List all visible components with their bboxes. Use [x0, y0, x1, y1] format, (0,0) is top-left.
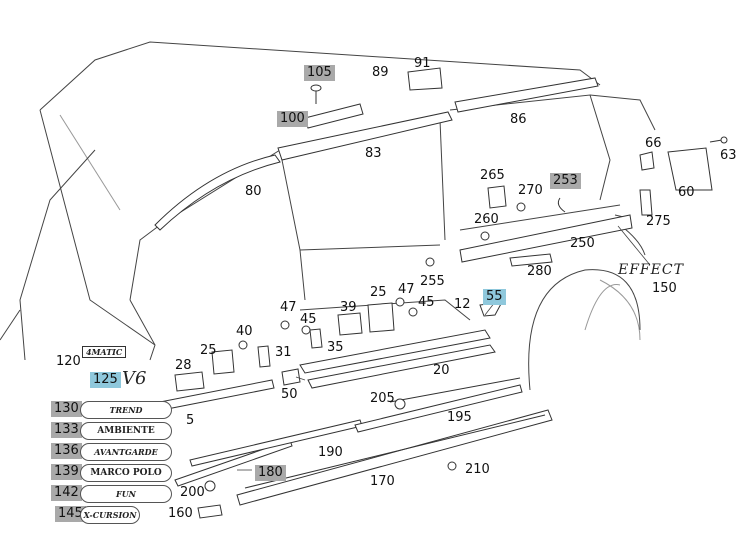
part-label-260: 260: [474, 212, 499, 227]
part-label-265: 265: [480, 168, 505, 183]
part-label-25b: 25: [370, 285, 387, 300]
part-label-40: 40: [236, 324, 253, 339]
part-label-195: 195: [447, 410, 472, 425]
v6-emblem: V6: [122, 368, 147, 389]
part-label-270: 270: [518, 183, 543, 198]
part-label-120: 120: [56, 354, 81, 369]
badge-avantgarde: AVANTGARDE: [80, 443, 172, 461]
part-label-55: 55: [483, 289, 506, 305]
part-label-160: 160: [168, 506, 193, 521]
part-label-150: 150: [652, 281, 677, 296]
part-label-100: 100: [277, 111, 308, 127]
4matic-emblem: 4MATIC: [82, 346, 127, 358]
part-label-28: 28: [175, 358, 192, 373]
part-label-66: 66: [645, 136, 662, 151]
part-label-133: 133: [51, 422, 82, 438]
part-label-200: 200: [180, 485, 205, 500]
part-label-63: 63: [720, 148, 737, 163]
part-label-139: 139: [51, 464, 82, 480]
part-label-91: 91: [414, 56, 431, 71]
part-label-250: 250: [570, 236, 595, 251]
badge-fun: FUN: [80, 485, 172, 503]
part-label-210: 210: [465, 462, 490, 477]
part-label-125: 125: [90, 372, 121, 388]
part-label-275: 275: [646, 214, 671, 229]
part-label-180: 180: [255, 465, 286, 481]
badge-marco-polo: MARCO POLO: [80, 464, 172, 482]
part-label-170: 170: [370, 474, 395, 489]
part-label-5: 5: [186, 413, 195, 428]
part-label-35: 35: [327, 340, 344, 355]
part-label-89: 89: [372, 65, 389, 80]
part-label-145: 145: [55, 506, 86, 522]
part-label-83: 83: [365, 146, 382, 161]
badge-x-cursion: X-CURSION: [80, 506, 140, 524]
part-label-45a: 45: [300, 312, 317, 327]
part-label-31: 31: [275, 345, 292, 360]
part-label-130: 130: [51, 401, 82, 417]
badge-ambiente: AMBIENTE: [80, 422, 172, 440]
part-label-253: 253: [550, 173, 581, 189]
part-label-255: 255: [420, 274, 445, 289]
effect-emblem: EFFECT: [618, 262, 684, 278]
part-label-50: 50: [281, 387, 298, 402]
part-label-280: 280: [527, 264, 552, 279]
part-label-12: 12: [454, 297, 471, 312]
badge-trend: TREND: [80, 401, 172, 419]
part-label-47b: 47: [398, 282, 415, 297]
part-label-60: 60: [678, 185, 695, 200]
part-label-80: 80: [245, 184, 262, 199]
part-label-39: 39: [340, 300, 357, 315]
part-label-105: 105: [304, 65, 335, 81]
part-label-142: 142: [51, 485, 82, 501]
part-label-86: 86: [510, 112, 527, 127]
part-label-47a: 47: [280, 300, 297, 315]
part-label-25a: 25: [200, 343, 217, 358]
part-label-190: 190: [318, 445, 343, 460]
part-label-45b: 45: [418, 295, 435, 310]
part-label-205: 205: [370, 391, 395, 406]
part-label-136: 136: [51, 443, 82, 459]
part-label-20: 20: [433, 363, 450, 378]
